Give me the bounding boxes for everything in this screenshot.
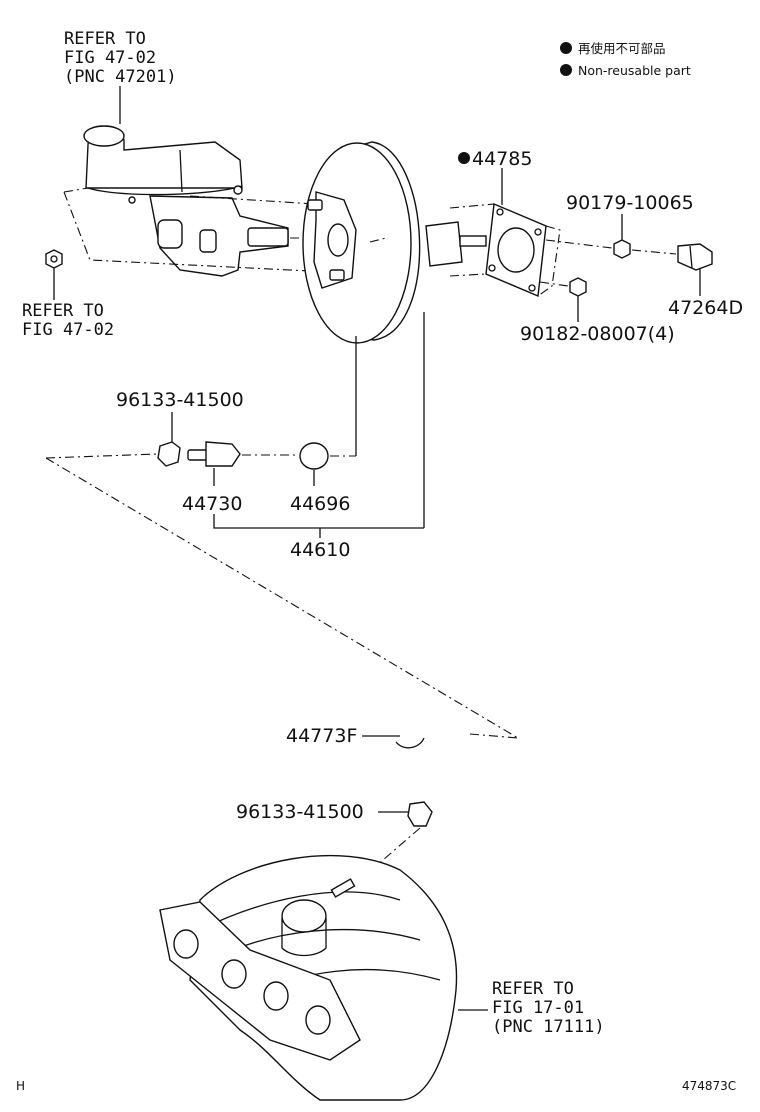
diagram-id: 474873C xyxy=(682,1079,736,1093)
footer-left: H xyxy=(16,1079,25,1093)
clevis-icon xyxy=(677,243,713,271)
ref-line: (PNC 17111) xyxy=(492,1017,605,1037)
ref-top-left: REFER TO FIG 47-02 (PNC 47201) xyxy=(64,29,177,124)
ref-line: REFER TO xyxy=(492,979,574,999)
ref-line: REFER TO xyxy=(22,301,104,321)
part-label-44610: 44610 xyxy=(290,539,350,561)
non-reusable-bullet-icon xyxy=(560,64,572,76)
non-reusable-bullet-icon xyxy=(458,152,470,164)
ref-line: (PNC 47201) xyxy=(64,67,177,87)
clip-icon xyxy=(157,441,181,467)
part-label-44785: 44785 xyxy=(472,148,532,170)
nut-icon xyxy=(45,249,63,269)
part-label-96133-top: 96133-41500 xyxy=(116,389,244,411)
nut-icon xyxy=(613,239,631,259)
legend-en: Non-reusable part xyxy=(578,63,691,78)
part-label-44696: 44696 xyxy=(290,493,350,515)
part-label-47264d: 47264D xyxy=(668,297,743,319)
check-valve-icon xyxy=(187,441,241,467)
clip-icon xyxy=(407,801,433,827)
part-label-90179: 90179-10065 xyxy=(566,192,694,214)
legend-jp: 再使用不可部品 xyxy=(578,41,666,56)
vacuum-hose-icon xyxy=(395,710,473,814)
brake-booster-icon xyxy=(302,141,487,344)
ref-line: FIG 17-01 xyxy=(492,998,584,1018)
ref-left: REFER TO FIG 47-02 xyxy=(22,301,114,340)
grommet-icon xyxy=(299,442,329,470)
intake-manifold-icon xyxy=(159,854,458,1101)
non-reusable-bullet-icon xyxy=(560,42,572,54)
ref-line: FIG 47-02 xyxy=(22,320,114,340)
nut-icon xyxy=(569,277,587,297)
part-label-96133-bottom: 96133-41500 xyxy=(236,801,364,823)
legend: 再使用不可部品 Non-reusable part xyxy=(560,41,691,78)
part-label-44773f: 44773F xyxy=(286,725,357,747)
gasket-icon xyxy=(485,202,547,298)
part-label-44730: 44730 xyxy=(182,493,242,515)
ref-line: REFER TO xyxy=(64,29,146,49)
part-label-90182: 90182-08007(4) xyxy=(520,323,675,345)
ref-line: FIG 47-02 xyxy=(64,48,156,68)
master-cylinder-icon xyxy=(83,125,289,277)
ref-bottom-right: REFER TO FIG 17-01 (PNC 17111) xyxy=(492,979,605,1037)
